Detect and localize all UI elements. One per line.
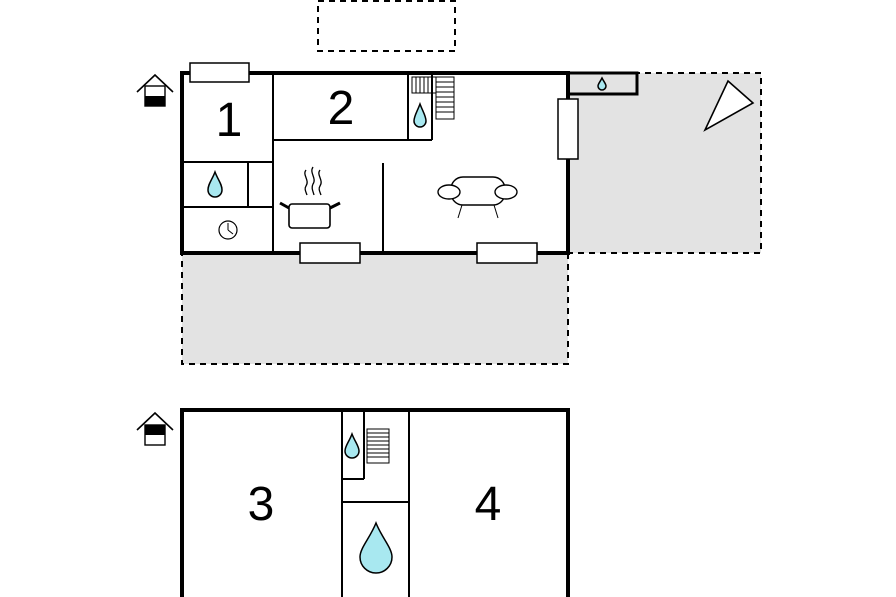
room-label-3: 3 — [248, 478, 275, 531]
room-label-2: 2 — [328, 82, 355, 135]
outdoor-area-top — [317, 0, 456, 52]
water-drop-icon — [359, 520, 393, 574]
stairs-icon — [411, 76, 455, 120]
water-drop-icon — [413, 101, 427, 128]
house-floor-icon — [136, 411, 174, 446]
lower-floor-outline — [180, 408, 570, 597]
water-drop-icon — [207, 169, 223, 198]
terrace-bottom — [181, 253, 569, 365]
window-room1 — [189, 62, 250, 83]
window-living — [476, 242, 538, 264]
clock-icon — [218, 220, 238, 240]
room-label-1: 1 — [216, 94, 243, 147]
cooking-pot-icon — [279, 166, 341, 229]
house-floor-icon — [136, 73, 174, 107]
room-label-4: 4 — [475, 478, 502, 531]
lower-floor: 3 4 — [180, 408, 570, 597]
stairs-icon — [366, 428, 390, 464]
water-drop-icon — [597, 76, 607, 91]
outdoor-shower-box — [566, 71, 639, 96]
water-drop-icon — [344, 431, 360, 459]
terrace-icon — [703, 79, 755, 132]
window-living-east — [557, 98, 579, 160]
sofa-icon — [437, 176, 518, 219]
upper-floor: 1 2 — [180, 62, 755, 264]
window-kitchen — [299, 242, 361, 264]
